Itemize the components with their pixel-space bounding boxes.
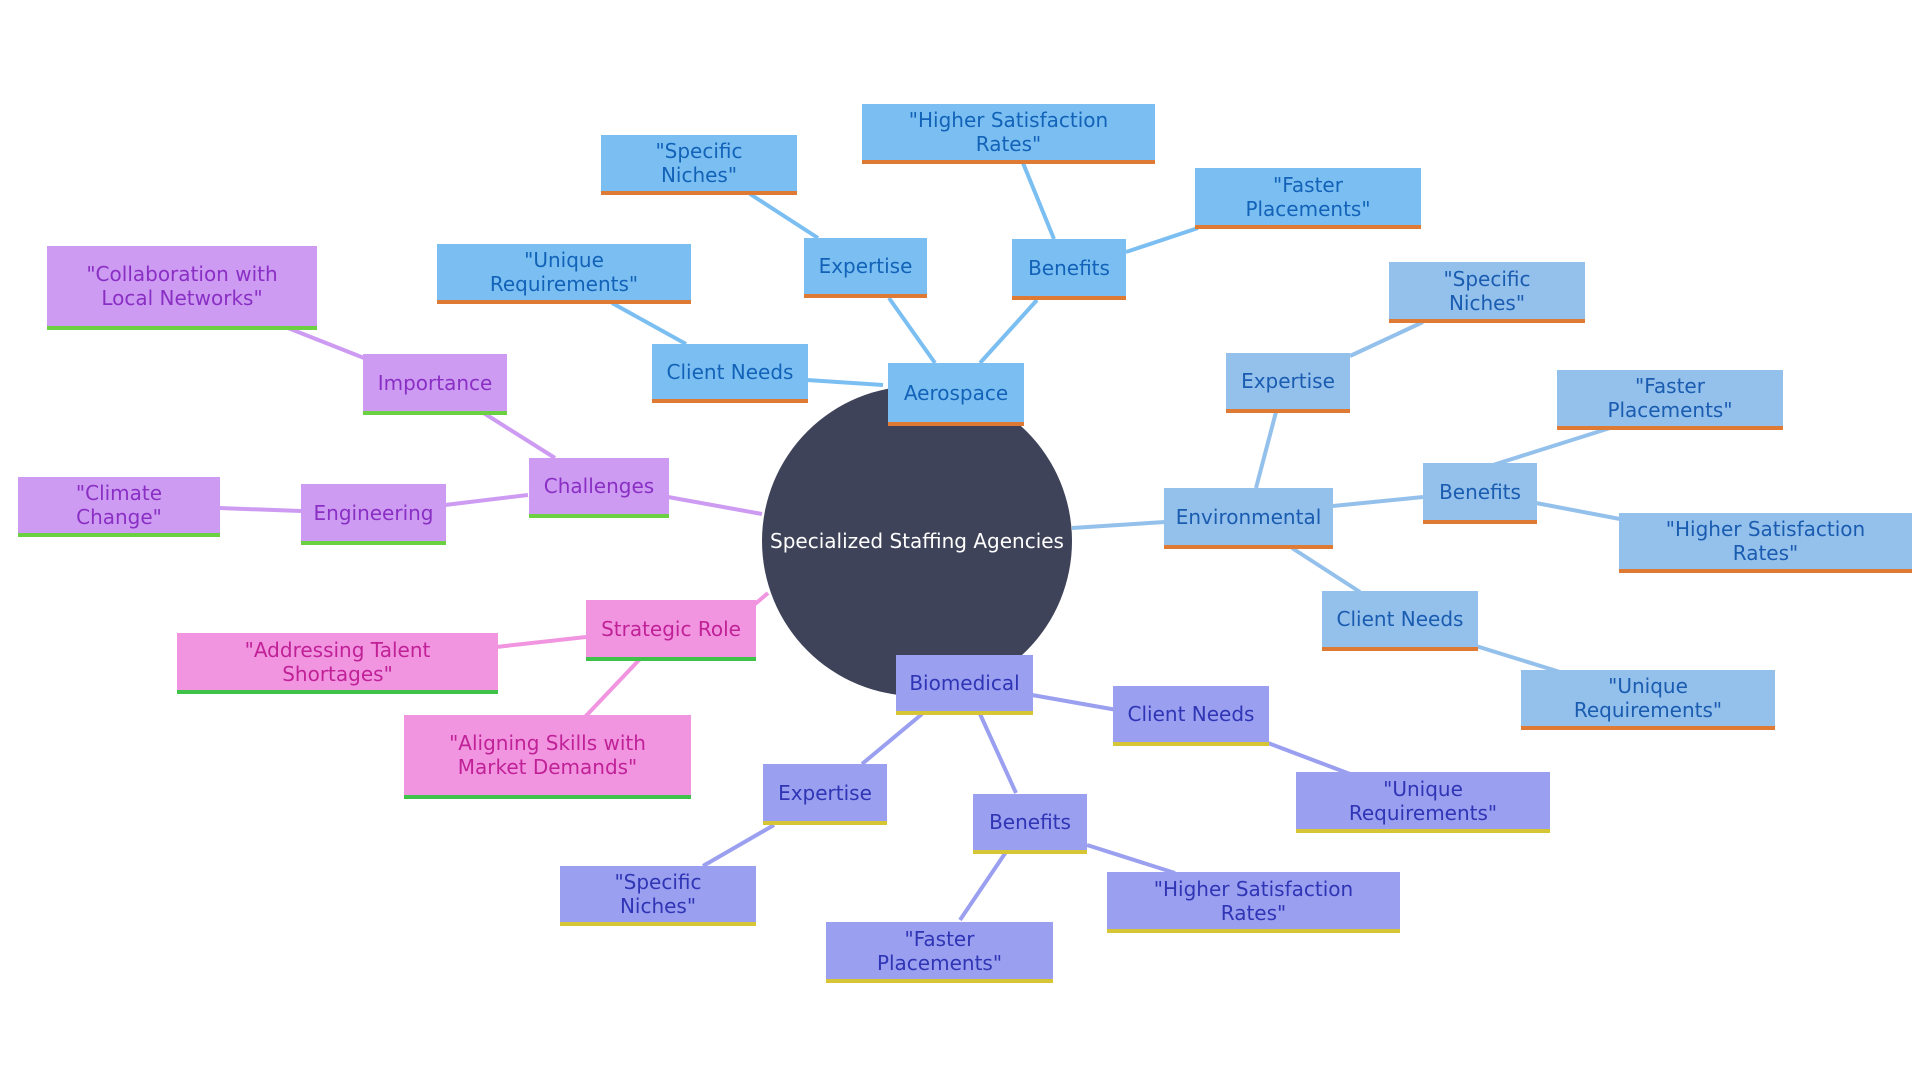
aerospace-specific-niches-node[interactable]: "Specific Niches" (601, 135, 797, 195)
edge-aero-expertise-niches (748, 192, 820, 240)
edge-aero-client-unique (611, 301, 687, 346)
environmental-node[interactable]: Environmental (1164, 488, 1333, 549)
biomedical-client-needs-node[interactable]: Client Needs (1113, 686, 1269, 746)
challenges-node[interactable]: Challenges (529, 458, 669, 518)
edge-env-benefits-faster (1492, 426, 1611, 467)
aerospace-node[interactable]: Aerospace (888, 363, 1024, 426)
aerospace-faster-placements-node[interactable]: "Faster Placements" (1195, 168, 1421, 229)
edge-biomedical-benefits (978, 713, 1018, 794)
talent-shortages-node[interactable]: "Addressing Talent Shortages" (177, 633, 498, 694)
edge-strategic-talent (495, 635, 587, 649)
edge-center-challenges (667, 495, 763, 516)
environmental-specific-niches-node[interactable]: "Specific Niches" (1389, 262, 1585, 323)
edge-aerospace-benefits (978, 298, 1039, 365)
edge-aero-benefits-faster (1125, 226, 1199, 254)
biomedical-specific-niches-node[interactable]: "Specific Niches" (560, 866, 756, 926)
biomedical-faster-placements-node[interactable]: "Faster Placements" (826, 922, 1053, 983)
environmental-unique-requirements-node[interactable]: "Unique Requirements" (1521, 670, 1775, 730)
biomedical-benefits-node[interactable]: Benefits (973, 794, 1087, 854)
engineering-node[interactable]: Engineering (301, 484, 446, 545)
aerospace-higher-satisfaction-node[interactable]: "Higher Satisfaction Rates" (862, 104, 1155, 164)
aerospace-unique-requirements-node[interactable]: "Unique Requirements" (437, 244, 691, 304)
edge-env-client-unique (1475, 644, 1561, 674)
environmental-benefits-node[interactable]: Benefits (1423, 463, 1537, 524)
edge-env-benefits (1332, 495, 1424, 508)
edge-bio-expertise-niches (701, 823, 776, 868)
biomedical-unique-requirements-node[interactable]: "Unique Requirements" (1296, 772, 1550, 833)
edge-center-strategic (752, 591, 770, 607)
edge-env-client-needs (1290, 546, 1362, 594)
biomedical-higher-satisfaction-node[interactable]: "Higher Satisfaction Rates" (1107, 872, 1400, 933)
importance-node[interactable]: Importance (363, 354, 507, 415)
collaboration-node[interactable]: "Collaboration with Local Networks" (47, 246, 317, 330)
edge-biomedical-expertise (860, 712, 924, 766)
strategic-role-node[interactable]: Strategic Role (586, 600, 756, 661)
edge-env-expertise (1254, 411, 1278, 489)
aligning-skills-node[interactable]: "Aligning Skills with Market Demands" (404, 715, 691, 799)
aerospace-benefits-node[interactable]: Benefits (1012, 239, 1126, 300)
environmental-higher-satisfaction-node[interactable]: "Higher Satisfaction Rates" (1619, 513, 1912, 573)
edge-challenges-engineering (444, 493, 529, 507)
environmental-faster-placements-node[interactable]: "Faster Placements" (1557, 370, 1783, 430)
edge-center-environmental (1071, 520, 1166, 530)
edge-biomedical-client-needs (1031, 693, 1118, 712)
edge-env-expertise-niches (1349, 320, 1424, 358)
edge-bio-benefits-satisfaction (1086, 843, 1176, 875)
edge-aerospace-expertise (887, 296, 937, 365)
edge-challenges-importance (480, 410, 557, 460)
edge-env-benefits-satisfaction (1535, 501, 1621, 521)
aerospace-client-needs-node[interactable]: Client Needs (652, 344, 808, 403)
edge-engineering-climate (218, 506, 302, 513)
edge-bio-benefits-faster (958, 850, 1008, 922)
edge-aero-benefits-satisfaction (1021, 162, 1056, 240)
climate-change-node[interactable]: "Climate Change" (18, 477, 220, 537)
aerospace-expertise-node[interactable]: Expertise (804, 238, 927, 298)
center-node[interactable]: Specialized Staffing Agencies (762, 386, 1072, 696)
edge-bio-client-unique (1267, 741, 1351, 776)
environmental-expertise-node[interactable]: Expertise (1226, 353, 1350, 413)
environmental-client-needs-node[interactable]: Client Needs (1322, 591, 1478, 651)
edge-importance-collaboration (287, 326, 365, 360)
edge-aerospace-client-needs (806, 378, 884, 387)
edge-strategic-aligning (582, 657, 642, 720)
biomedical-expertise-node[interactable]: Expertise (763, 764, 887, 825)
biomedical-node[interactable]: Biomedical (896, 655, 1033, 715)
